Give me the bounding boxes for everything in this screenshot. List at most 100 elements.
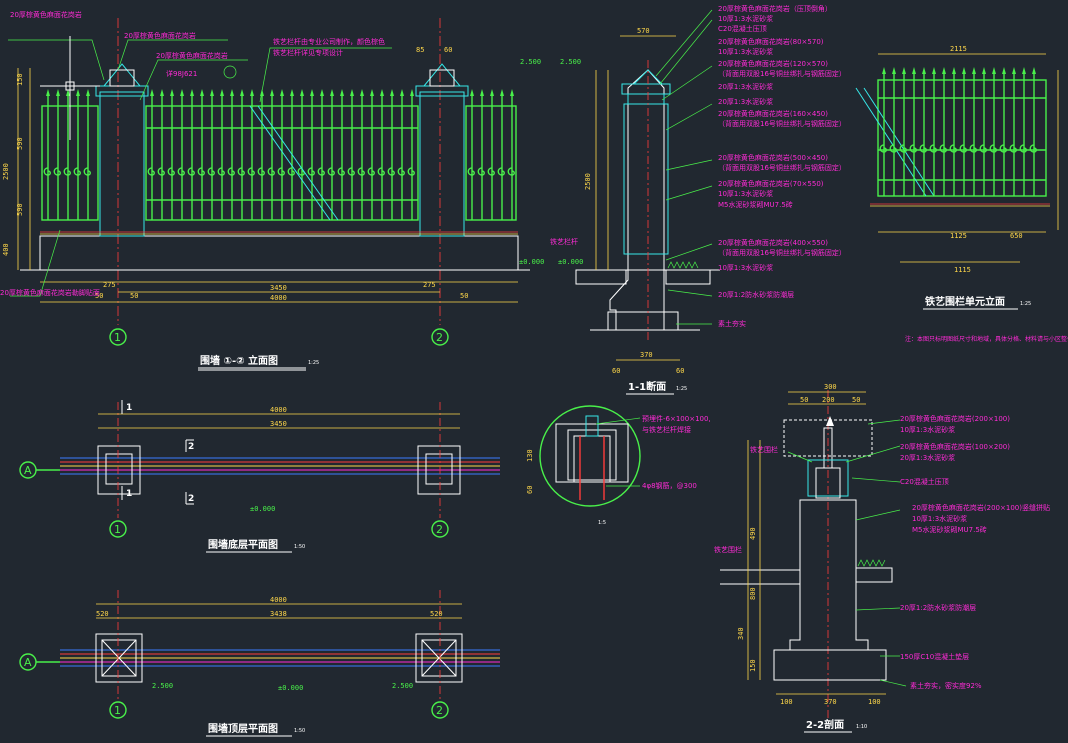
s11-l9: 20厚棕黄色麻面花岗岩(160×450) (718, 109, 828, 118)
picket-spear (500, 89, 504, 96)
picket-spear (1012, 67, 1016, 74)
dim-h-400: 400 (2, 243, 10, 256)
s11-l21: 素土夯实 (718, 319, 746, 328)
scroll-ornament (989, 144, 997, 153)
detail-circle-view: 预埋件-6×100×100, 与铁艺栏杆焊接 4φ8钢筋，@300 130 60… (526, 405, 711, 526)
section-1-1: 570 370 60 60 2500 2.500 2.500 ±0.000 ±0… (519, 4, 846, 395)
scroll-ornament (63, 167, 71, 176)
scroll-ornament (477, 167, 485, 176)
picket-spear (470, 89, 474, 96)
picket-spear (972, 67, 976, 74)
picket-spear (1032, 67, 1036, 74)
title-fence-unit: 铁艺围栏单元立面 (925, 295, 1005, 308)
picket-spear (370, 89, 374, 96)
dim-60-b: 60 (676, 367, 684, 375)
s11-l12: 20厚棕黄色麻面花岗岩(500×450) (718, 153, 828, 162)
scroll-ornament (287, 167, 295, 176)
section-2-2: 300 200 50 50 370 100 100 800 150 490 34… (714, 383, 1050, 733)
bp-axis-2: 2 (436, 523, 443, 536)
scroll-ornament (207, 167, 215, 176)
cut-1-bottom: 1 (126, 489, 132, 499)
s11-l5: 10厚1:3水泥砂浆 (718, 47, 773, 56)
picket-spear (220, 89, 224, 96)
picket-spear (46, 89, 50, 96)
scroll-ornament (919, 144, 927, 153)
s22-d100b: 100 (868, 698, 881, 706)
s22-l5: C20混凝土压顶 (900, 477, 949, 486)
detail-l3: 4φ8钢筋，@300 (642, 481, 697, 490)
picket-spear (270, 89, 274, 96)
s11-l19: 10厚1:3水泥砂浆 (718, 263, 773, 272)
picket-spear (380, 89, 384, 96)
scroll-ornament (377, 167, 385, 176)
picket-spear (230, 89, 234, 96)
picket-spear (992, 67, 996, 74)
s11-l13: （背面用双股16号铜丝绑扎与钢筋固定） (718, 163, 846, 172)
cut-2-top: 2 (188, 442, 194, 452)
picket-spear (480, 89, 484, 96)
scale-top-plan: 1:50 (294, 728, 305, 734)
picket-spear (86, 89, 90, 96)
s11-l2: 10厚1:3水泥砂浆 (718, 14, 773, 23)
scroll-ornament (407, 167, 415, 176)
scroll-ornament (267, 167, 275, 176)
s22-d370: 370 (824, 698, 837, 706)
tp-elev: ±0.000 (278, 684, 303, 692)
picket-spear (1022, 67, 1026, 74)
scroll-ornament (237, 167, 245, 176)
picket-spear (200, 89, 204, 96)
s11-l7: （背面用双股16号铜丝绑扎与钢筋固定） (718, 69, 846, 78)
tp-dim-520-b: 520 (430, 610, 443, 618)
picket-spear (310, 89, 314, 96)
picket-spear (922, 67, 926, 74)
dim-50-a: 50 (130, 292, 138, 300)
scale-elevation: 1:25 (308, 360, 319, 366)
detail-l1: 预埋件-6×100×100, (642, 414, 711, 423)
dim-275-a: 275 (103, 281, 116, 289)
label-granite-2: 20厚棕黄色麻面花岗岩 (124, 31, 196, 40)
picket-spear (280, 89, 284, 96)
s11-l3: C20混凝土压顶 (718, 24, 767, 33)
scroll-ornament (949, 144, 957, 153)
scroll-ornament (1019, 144, 1027, 153)
s22-d490: 490 (749, 527, 757, 540)
scroll-ornament (347, 167, 355, 176)
elev-zero-1: ±0.000 (558, 258, 583, 266)
tp-dim-3438: 3438 (270, 610, 287, 618)
dim-h-590b: 590 (16, 137, 24, 150)
s22-l3: 20厚棕黄色麻面花岗岩(100×200) (900, 442, 1010, 451)
s22-l2: 10厚1:3水泥砂浆 (900, 425, 955, 434)
bp-dim-4000: 4000 (270, 406, 287, 414)
scroll-ornament (397, 167, 405, 176)
label-railing-2: 铁艺栏杆详见专项设计 (273, 48, 343, 57)
left-pillar (95, 63, 149, 237)
scroll-ornament (307, 167, 315, 176)
scroll-ornament (487, 167, 495, 176)
scroll-ornament (227, 167, 235, 176)
picket-spear (190, 89, 194, 96)
picket-spear (66, 89, 70, 96)
bp-axis-a: A (24, 464, 32, 477)
s11-l14: 20厚棕黄色麻面花岗岩(70×550) (718, 179, 824, 188)
axis-2-bubble (431, 328, 449, 346)
s22-l11: 素土夯实，密实度92% (910, 681, 982, 690)
scroll-ornament (1029, 144, 1037, 153)
s22-l6: 20厚棕黄色麻面花岗岩(200×100)竖缝拼贴 (912, 503, 1050, 512)
s22-l12: 铁艺围栏 (750, 445, 778, 454)
picket-spear (180, 89, 184, 96)
picket-spear (952, 67, 956, 74)
dim-h-590: 590 (16, 203, 24, 216)
dim-2115: 2115 (950, 45, 967, 53)
scroll-ornament (157, 167, 165, 176)
label-plinth: 20厚棕黄色麻面花岗岩勒脚贴面 (0, 288, 100, 297)
label-granite-1: 20厚棕黄色麻面花岗岩 (10, 10, 82, 19)
cut-2-bottom: 2 (188, 494, 194, 504)
tp-axis-a: A (24, 656, 32, 669)
scroll-ornament (979, 144, 987, 153)
dim-3450: 3450 (270, 284, 287, 292)
s22-l1: 20厚棕黄色麻面花岗岩(200×100) (900, 414, 1010, 423)
picket-spear (490, 89, 494, 96)
title-section11: 1-1断面 (628, 380, 666, 393)
scale-fence-unit: 1:25 (1020, 301, 1031, 307)
s22-l10: 150厚C10混凝土垫层 (900, 652, 969, 661)
